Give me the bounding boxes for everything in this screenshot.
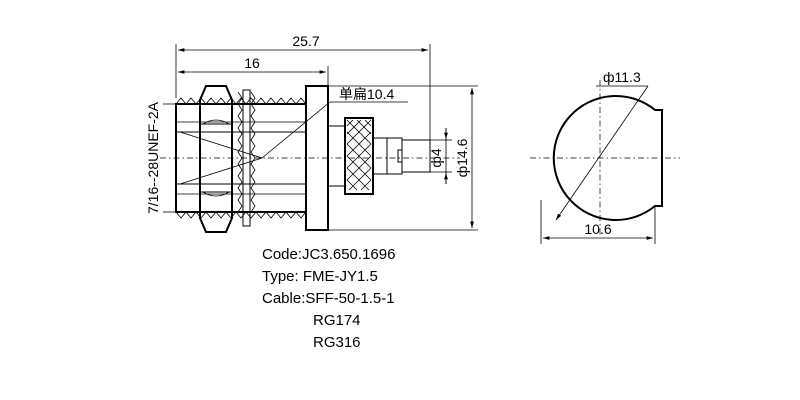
thread-label: 7/16--28UNEF-2A: [145, 101, 161, 214]
end-diameter-label: ф11.3: [603, 69, 641, 85]
code-text: Code:JC3.650.1696: [262, 246, 396, 263]
svg-text:16: 16: [244, 55, 260, 71]
svg-text:ф14.6: ф14.6: [454, 138, 470, 177]
dim-total-length: 25.7: [175, 33, 431, 140]
dim-pin-diameter: ф4: [428, 128, 452, 184]
svg-text:ф4: ф4: [428, 148, 444, 168]
svg-text:10.6: 10.6: [584, 221, 611, 237]
cable-alt-1-text: RG174: [313, 312, 361, 329]
knurled-sleeve: [328, 117, 374, 195]
end-view: ф11.3: [530, 69, 680, 236]
dim-end-flat: 10.6: [540, 200, 656, 244]
svg-text:25.7: 25.7: [292, 33, 319, 49]
tail-pin: [372, 137, 431, 175]
dim-body-length: 16: [178, 55, 329, 86]
hex-nut: [199, 85, 233, 233]
cable-text: Cable:SFF-50-1.5-1: [262, 290, 395, 307]
flat-width-label: 单扁10.4: [339, 86, 394, 102]
type-text: Type: FME-JY1.5: [262, 268, 378, 285]
dim-flange-diameter: ф14.6: [328, 85, 478, 231]
side-view: [160, 85, 460, 233]
cable-alt-2-text: RG316: [313, 334, 361, 351]
